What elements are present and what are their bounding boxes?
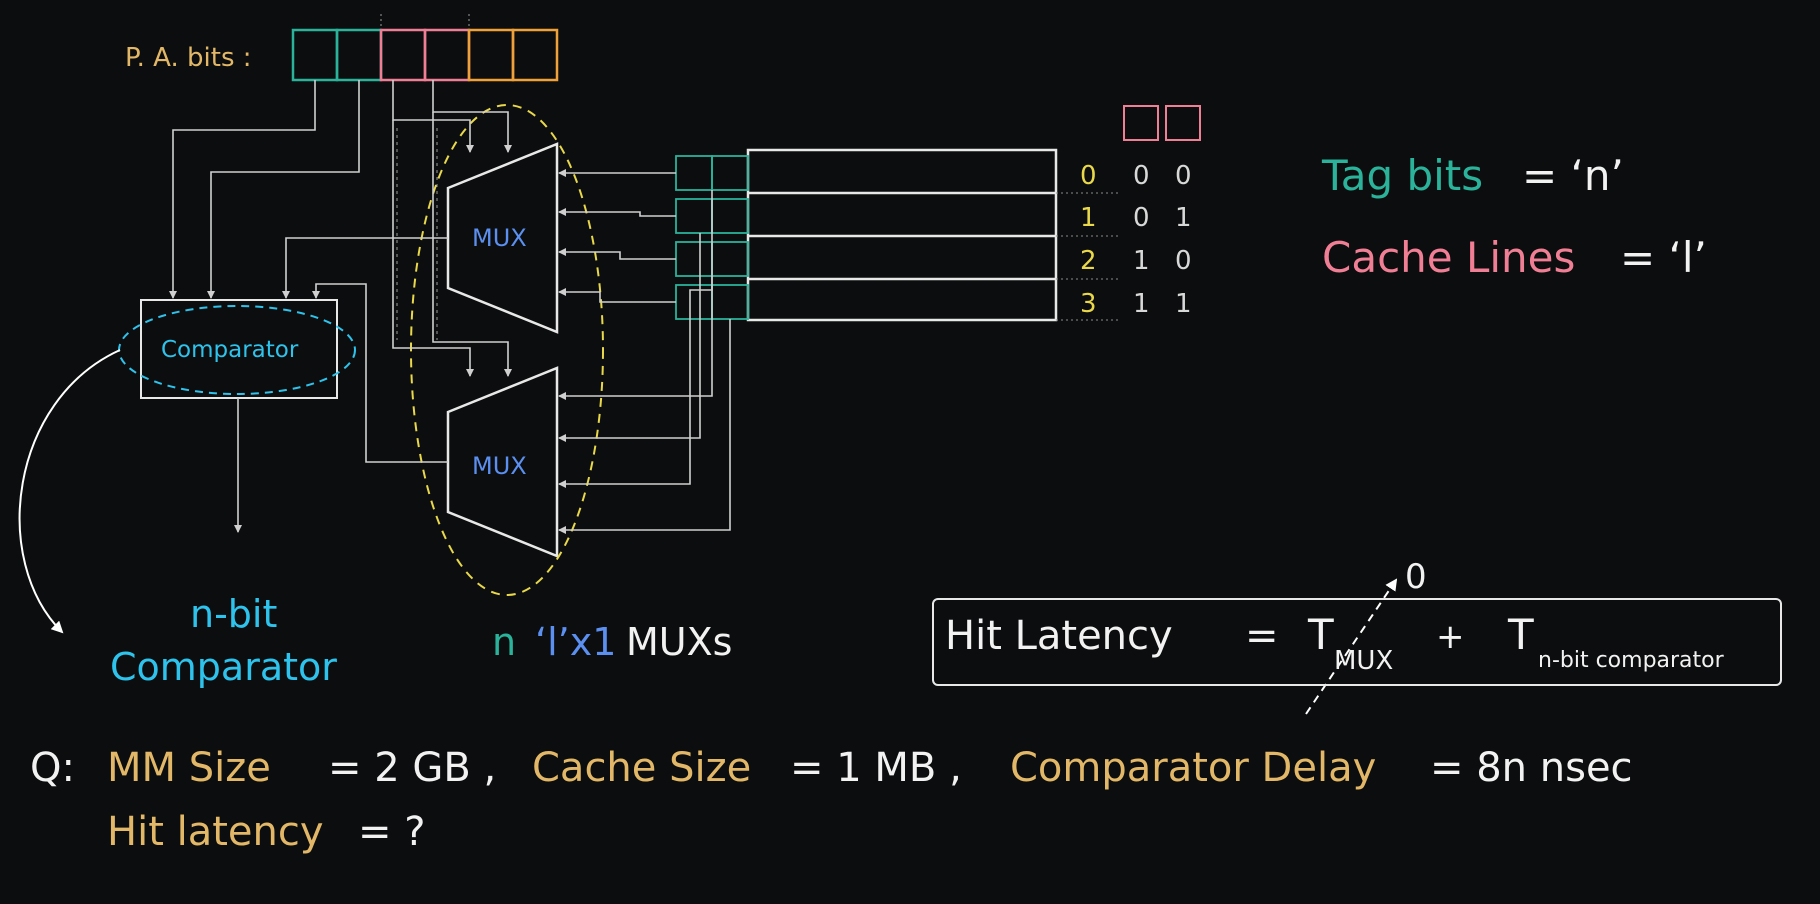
pa-tag-bit <box>335 28 383 82</box>
row-bit: 1 <box>1133 289 1150 319</box>
nbit-caption-line1: n-bit <box>190 592 278 636</box>
register-dividers <box>380 14 470 30</box>
row-bit: 1 <box>1175 289 1192 319</box>
mm-size-label: MM Size <box>107 745 271 791</box>
question-prefix: Q: <box>30 745 75 791</box>
pa-line-bit <box>423 28 471 82</box>
comparator-callout-arrow <box>18 349 121 634</box>
cache-tag-table <box>746 148 1058 322</box>
row-bit: 0 <box>1175 161 1192 191</box>
pa-line-bit <box>379 28 427 82</box>
mux-caption-size: ‘l’x1 <box>535 620 617 664</box>
t-comparator-subscript: n-bit comparator <box>1538 648 1724 673</box>
t-mux-subscript: MUX <box>1334 646 1394 676</box>
mm-size-value: = 2 GB , <box>328 745 497 791</box>
cache-lines-label: Cache Lines <box>1322 233 1576 282</box>
mux-top <box>446 142 559 334</box>
comparator-delay-label: Comparator Delay <box>1010 745 1377 791</box>
mux-bottom-label: MUX <box>472 452 527 480</box>
hit-latency-box <box>932 598 1782 686</box>
comparator-delay-value: = 8n nsec <box>1430 745 1633 791</box>
wires <box>169 80 731 534</box>
row-index: 3 <box>1080 289 1097 319</box>
nbit-caption-line2: Comparator <box>110 645 337 689</box>
plus-sign: + <box>1436 617 1465 657</box>
row-index: 0 <box>1080 161 1097 191</box>
pa-offset-bit <box>511 28 559 82</box>
dotted-guides <box>396 128 438 340</box>
mux-caption-rest: MUXs <box>626 620 733 664</box>
strike-annotation-zero: 0 <box>1405 557 1427 597</box>
hit-latency-label: Hit Latency <box>945 613 1173 659</box>
hit-latency-question-value: = ? <box>358 809 426 855</box>
hit-latency-question-label: Hit latency <box>107 809 324 855</box>
row-index: 2 <box>1080 246 1097 276</box>
row-dotted-lines <box>1056 192 1118 321</box>
line-index-header-boxes <box>1123 105 1201 141</box>
pa-bits-label: P. A. bits : <box>125 43 252 73</box>
mux-caption-n: n <box>492 620 517 664</box>
tag-bits-label: Tag bits <box>1322 151 1484 200</box>
cache-size-value: = 1 MB , <box>790 745 962 791</box>
row-index: 1 <box>1080 203 1097 233</box>
cache-lines-value: = ‘l’ <box>1620 233 1707 282</box>
mux-top-label: MUX <box>472 224 527 252</box>
row-bit: 1 <box>1133 246 1150 276</box>
pa-offset-bit <box>467 28 515 82</box>
row-bit: 0 <box>1133 161 1150 191</box>
row-bit: 1 <box>1175 203 1192 233</box>
row-bit: 0 <box>1133 203 1150 233</box>
comparator-label: Comparator <box>161 337 299 363</box>
t-comparator: T <box>1508 610 1534 659</box>
pa-bits-register <box>291 28 559 82</box>
row-bit: 0 <box>1175 246 1192 276</box>
comparator-box <box>140 299 338 399</box>
mux-group-ellipse <box>410 104 604 596</box>
tag-bits-value: = ‘n’ <box>1522 151 1624 200</box>
pa-tag-bit <box>291 28 339 82</box>
t-mux: T <box>1308 610 1334 659</box>
hit-latency-equals: = <box>1245 613 1279 659</box>
cache-size-label: Cache Size <box>532 745 752 791</box>
mux-bottom <box>446 366 559 558</box>
